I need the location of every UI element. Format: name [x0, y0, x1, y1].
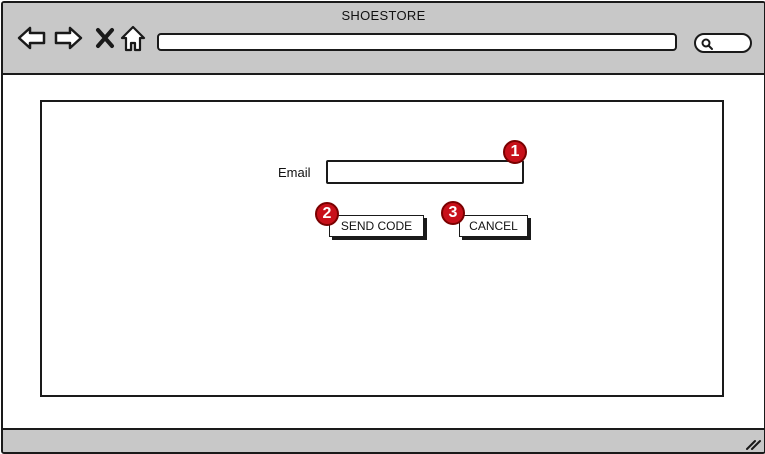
status-bar — [3, 428, 764, 452]
send-code-button[interactable]: SEND CODE — [329, 215, 424, 237]
back-button[interactable] — [17, 25, 47, 56]
close-icon — [96, 28, 114, 48]
email-input[interactable] — [326, 160, 524, 184]
home-icon — [120, 25, 146, 52]
browser-toolbar: SHOESTORE — [3, 3, 764, 75]
resize-grip-icon[interactable] — [745, 438, 761, 450]
address-bar[interactable] — [157, 33, 677, 51]
search-icon — [701, 38, 713, 50]
annotation-marker-1: 1 — [503, 140, 527, 164]
email-label: Email — [278, 165, 311, 180]
forward-button[interactable] — [53, 25, 83, 56]
arrow-right-icon — [54, 26, 83, 50]
cancel-button[interactable]: CANCEL — [459, 215, 528, 237]
content-frame — [40, 100, 724, 397]
home-button[interactable] — [120, 25, 146, 58]
arrow-left-icon — [17, 26, 46, 50]
window-title: SHOESTORE — [341, 8, 426, 23]
annotation-marker-2: 2 — [315, 202, 339, 226]
search-button[interactable] — [694, 33, 752, 53]
stop-button[interactable] — [95, 25, 115, 56]
annotation-marker-3: 3 — [441, 201, 465, 225]
